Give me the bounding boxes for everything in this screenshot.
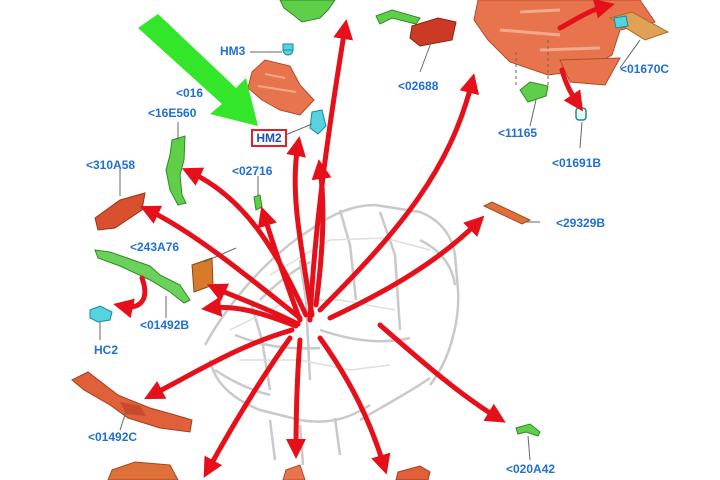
label-01492c: <01492C [88, 430, 138, 444]
green-pointer-arrow [138, 14, 258, 126]
label-16e560: <16E560 [148, 106, 197, 120]
part-16e560 [165, 135, 187, 206]
part-01492c [71, 371, 193, 433]
red-arrows [113, 0, 615, 478]
label-hm3: HM3 [220, 44, 246, 58]
part-bottom-left-tank [107, 461, 179, 480]
leader-lines [99, 39, 641, 461]
part-016-bracket [247, 59, 315, 116]
label-243a76: <243A76 [130, 240, 180, 254]
part-hm2-clip [309, 109, 327, 135]
label-01691b: <01691B [552, 156, 602, 170]
part-top-right-panel [473, 0, 656, 86]
label-02716: <02716 [232, 164, 273, 178]
vehicle-body-frame [203, 203, 460, 466]
part-11165 [519, 81, 549, 103]
part-29329b [482, 201, 532, 225]
label-01670c: <01670C [620, 62, 670, 76]
label-310a58: <310A58 [86, 158, 136, 172]
part-01691b-clip [575, 107, 587, 121]
part-bottom-right [395, 465, 431, 480]
part-310a58 [94, 192, 146, 231]
label-11165: <11165 [498, 126, 538, 140]
part-cyan-top-right [613, 15, 629, 29]
label-020a42: <020A42 [506, 462, 556, 476]
part-02716 [253, 194, 263, 211]
part-hc2 [89, 305, 113, 323]
part-020a42 [515, 423, 541, 437]
part-hm3-clip [282, 43, 294, 56]
label-016: <016 [176, 86, 204, 100]
label-29329b: <29329B [556, 216, 606, 230]
part-243a76 [191, 257, 214, 293]
label-01492b: <01492B [140, 318, 190, 332]
label-hm2-highlighted: HM2 [251, 129, 287, 147]
part-top-green-rail [375, 9, 421, 25]
part-top-green-bracket [279, 0, 336, 23]
part-bottom-center [282, 464, 306, 480]
part-02688 [409, 17, 457, 47]
label-02688: <02688 [398, 79, 439, 93]
label-hc2: HC2 [94, 343, 119, 357]
